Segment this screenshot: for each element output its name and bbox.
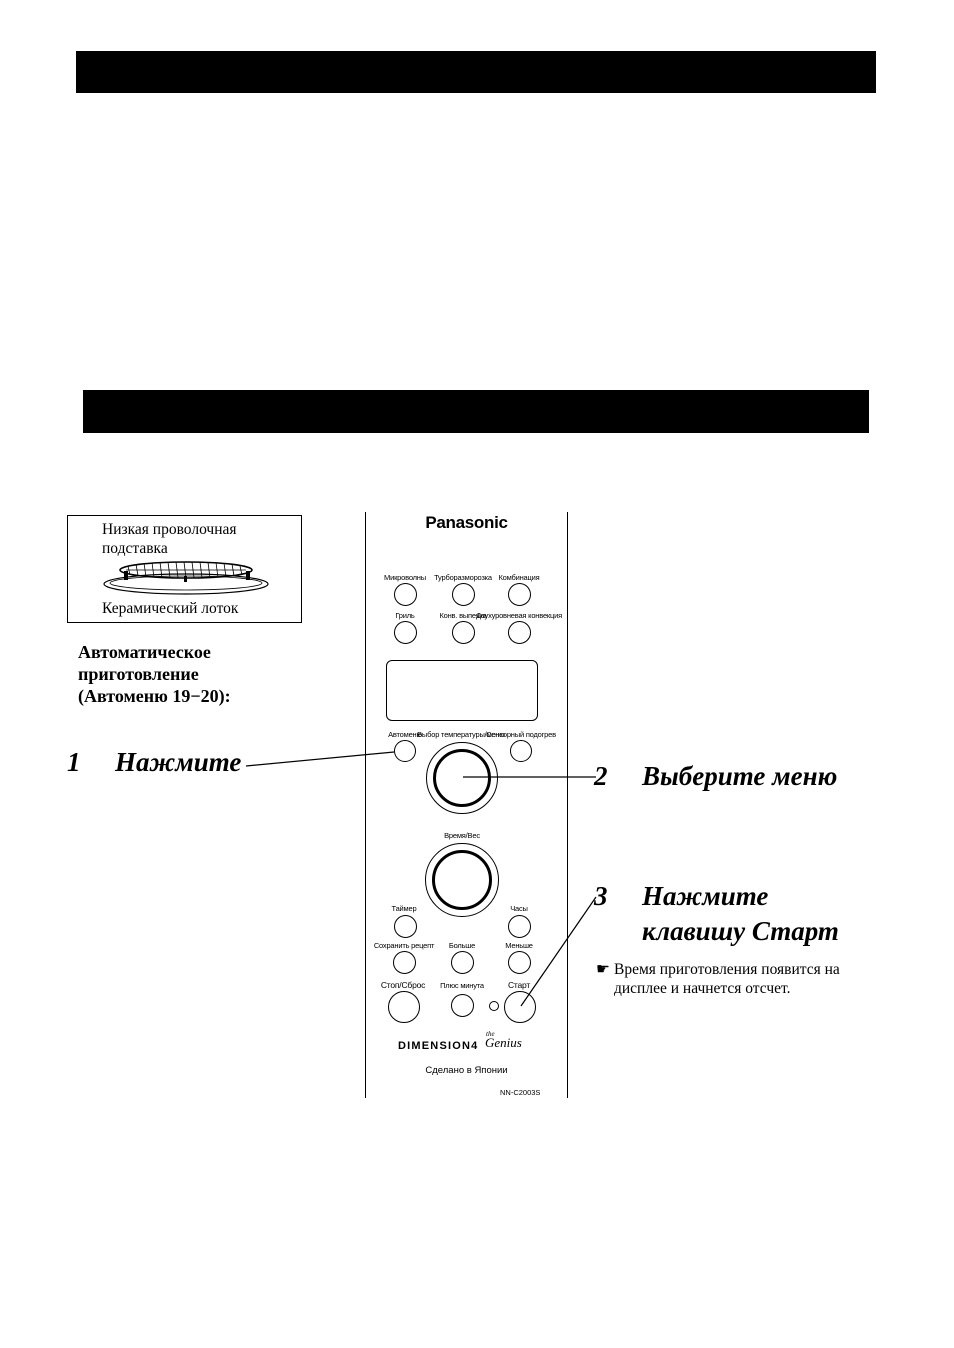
two-level-conv-label: Двухуровневая конвекция — [476, 611, 562, 620]
leader-step-1 — [245, 751, 395, 767]
stop-reset-button[interactable] — [388, 991, 420, 1023]
lcd-display — [386, 660, 538, 721]
plus-minute-button[interactable] — [451, 994, 474, 1017]
sensor-reheat-button[interactable] — [510, 740, 532, 762]
microwaves-label: Микроволны — [384, 573, 426, 582]
leader-step-3 — [520, 896, 597, 1007]
wire-rack-on-tray-illustration — [103, 561, 269, 595]
automenu-button[interactable] — [394, 740, 416, 762]
more-button[interactable] — [451, 951, 474, 974]
save-recipe-button[interactable] — [393, 951, 416, 974]
grill-button[interactable] — [394, 621, 417, 644]
step-1-text: Нажмите — [115, 747, 242, 777]
grill-label: Гриль — [395, 611, 415, 620]
step-3-note: ☛Время приготовления появится на дисплее… — [596, 960, 896, 998]
stop-reset-label: Стоп/Сброс — [380, 980, 426, 990]
turbo-defrost-label: Турборазморозка — [434, 573, 492, 582]
indicator-lamp — [489, 1001, 499, 1011]
clock-button[interactable] — [508, 915, 531, 938]
auto-cooking-heading: Автоматическое приготовление (Автоменю 1… — [78, 641, 318, 707]
step-2-text: Выберите меню — [642, 761, 838, 791]
rack-label-line1: Низкая проволочная — [102, 521, 237, 538]
step-2-number: 2 — [594, 761, 608, 791]
temp-menu-dial-bezel — [426, 742, 498, 814]
step-2: 2 Выберите меню — [594, 761, 837, 792]
step-3-text-line1: Нажмите — [642, 881, 769, 911]
step-3-text-line2: клавишу Старт — [642, 916, 839, 946]
note-line1: Время приготовления появится на — [614, 961, 840, 978]
brand-logo: Panasonic — [425, 513, 508, 532]
temp-menu-dial[interactable] — [433, 749, 491, 807]
section-header-bar-middle — [83, 390, 869, 433]
less-button[interactable] — [508, 951, 531, 974]
auto-heading-line3: (Автоменю 19−20): — [78, 686, 231, 706]
clock-label: Часы — [510, 904, 528, 913]
time-weight-dial[interactable] — [432, 850, 492, 910]
turbo-defrost-button[interactable] — [452, 583, 475, 606]
step-1: 1 Нажмите — [67, 747, 241, 778]
tray-label: Керамический лоток — [102, 600, 239, 617]
panel-left-edge — [365, 512, 366, 1098]
save-recipe-label: Сохранить рецепт — [373, 941, 435, 950]
genius-logo: Genius — [485, 1035, 522, 1050]
dimension4-logo: DIMENSION4 — [398, 1040, 479, 1052]
step-1-number: 1 — [67, 747, 81, 777]
genius-logo-the: the — [486, 1030, 495, 1038]
rack-illustration-box: Низкая проволочная подставка Керамичес — [67, 515, 302, 623]
model-number: NN-C2003S — [500, 1088, 541, 1097]
auto-heading-line1: Автоматическое — [78, 642, 211, 662]
sensor-reheat-label: Сенсорный подогрев — [486, 730, 556, 739]
combination-label: Комбинация — [498, 573, 540, 582]
step-3: 3 Нажмите — [594, 881, 768, 912]
auto-heading-line2: приготовление — [78, 664, 199, 684]
start-button[interactable] — [504, 991, 536, 1023]
pointing-hand-icon: ☛ — [596, 961, 610, 978]
start-label: Старт — [507, 980, 531, 990]
combination-button[interactable] — [508, 583, 531, 606]
timer-button[interactable] — [394, 915, 417, 938]
step-3-number: 3 — [594, 881, 608, 911]
time-weight-dial-bezel — [425, 843, 499, 917]
timer-label: Таймер — [391, 904, 417, 913]
less-label: Меньше — [505, 941, 533, 950]
conv-bake-label: Конв. выпечка — [439, 611, 487, 620]
section-header-bar-top — [76, 51, 876, 93]
microwaves-button[interactable] — [394, 583, 417, 606]
note-line2: дисплее и начнется отсчет. — [614, 980, 791, 997]
panel-right-edge — [567, 512, 568, 1098]
more-label: Больше — [448, 941, 476, 950]
two-level-conv-button[interactable] — [508, 621, 531, 644]
rack-label-line2: подставка — [102, 540, 168, 557]
temp-menu-select-label: Выбор температуры/меню — [417, 730, 505, 739]
conv-bake-button[interactable] — [452, 621, 475, 644]
automenu-label: Автоменю — [388, 730, 422, 739]
made-in-japan-label: Сделано в Японии — [425, 1065, 508, 1076]
time-weight-label: Время/Вес — [444, 831, 480, 840]
plus-minute-label: Плюс минута — [440, 981, 484, 990]
